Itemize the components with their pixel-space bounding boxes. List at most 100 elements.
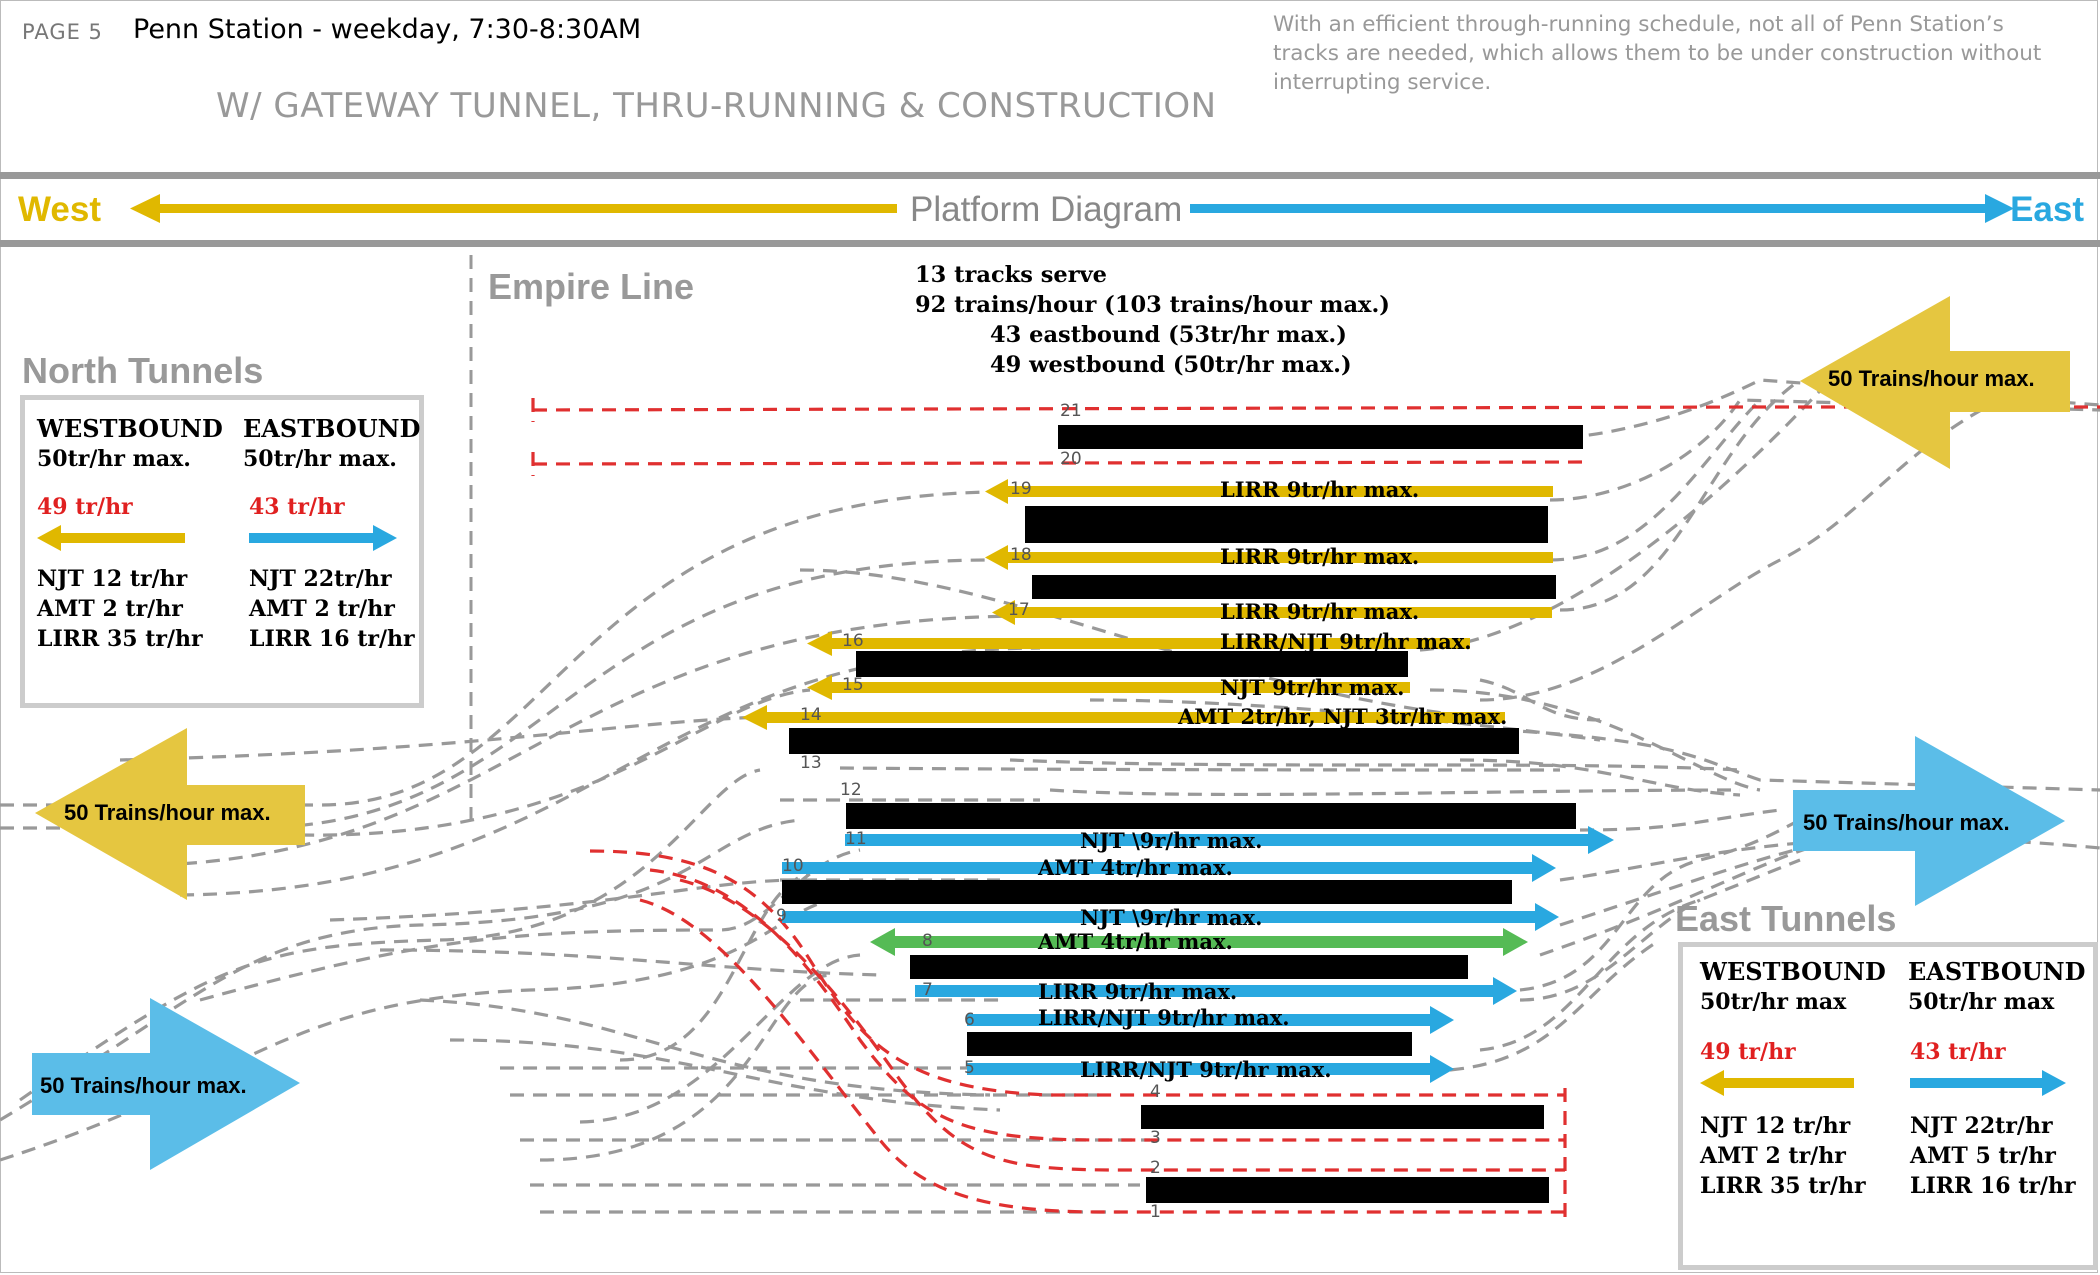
east-eastbound-arrow	[1910, 1070, 2066, 1096]
track-number: 4	[1150, 1082, 1161, 1102]
east-westbound-service: NJT 12 tr/hr	[1700, 1113, 1851, 1139]
track-label: LIRR 9tr/hr max.	[1220, 599, 1420, 624]
east-eastbound-max: 50tr/hr max	[1908, 989, 2055, 1015]
summary-tracks: 13 tracks serve	[915, 262, 1107, 288]
summary-eastbound: 43 eastbound (53tr/hr max.)	[990, 322, 1347, 348]
track-14-arrow	[742, 705, 1505, 730]
top-rule	[0, 172, 2100, 179]
track-label: LIRR/NJT 9tr/hr max.	[1080, 1057, 1332, 1082]
north-westbound-max: 50tr/hr max.	[37, 446, 191, 472]
track-18-arrow	[985, 545, 1553, 570]
track-9-arrow	[782, 903, 1559, 931]
west-lower-eastbound-big-arrow	[32, 998, 300, 1170]
east-westbound-heading: WESTBOUND	[1700, 957, 1886, 986]
east-eastbound-column: EASTBOUND 50tr/hr max 43 tr/hr NJT 22tr/…	[1908, 957, 2085, 1201]
bottom-rule	[0, 240, 2100, 247]
north-eastbound-max: 50tr/hr max.	[243, 446, 397, 472]
track-10-arrow	[782, 854, 1556, 882]
east-tunnels-title: East Tunnels	[1675, 898, 1897, 939]
east-westbound-max: 50tr/hr max	[1700, 989, 1847, 1015]
track-label: LIRR 9tr/hr max.	[1038, 979, 1238, 1004]
platform-15-16	[856, 651, 1408, 677]
north-westbound-heading: WESTBOUND	[37, 414, 223, 443]
track-17-arrow	[992, 600, 1552, 625]
east-westbound-rate: 49 tr/hr	[1700, 1039, 1796, 1065]
track-number: 20	[1060, 449, 1082, 469]
east-eastbound-service: LIRR 16 tr/hr	[1910, 1173, 2076, 1199]
east-westbound-service: LIRR 35 tr/hr	[1700, 1173, 1866, 1199]
north-westbound-rate: 49 tr/hr	[37, 494, 133, 520]
north-tunnels-box: WESTBOUND 50tr/hr max. 49 tr/hr NJT 12 t…	[20, 395, 424, 708]
north-westbound-arrow	[37, 525, 185, 551]
track-label: AMT 4tr/hr max.	[1038, 929, 1233, 954]
platform-11-12	[846, 803, 1576, 829]
page-subtitle: W/ GATEWAY TUNNEL, THRU-RUNNING & CONSTR…	[216, 86, 1217, 126]
track-number: 21	[1060, 401, 1082, 421]
east-direction-arrow	[1190, 194, 2014, 223]
track-number: 13	[800, 753, 822, 773]
empire-line-label: Empire Line	[488, 266, 695, 307]
north-westbound-service: AMT 2 tr/hr	[37, 596, 183, 622]
track-number: 12	[840, 780, 862, 800]
track-19-arrow	[985, 479, 1553, 504]
track-number: 5	[964, 1058, 975, 1078]
platforms	[782, 425, 1583, 1203]
track-11-arrow	[845, 826, 1614, 854]
north-westbound-column: WESTBOUND 50tr/hr max. 49 tr/hr NJT 12 t…	[37, 414, 223, 654]
track-number: 6	[964, 1010, 975, 1030]
west-lower-arrow-label: 50 Trains/hour max.	[40, 1073, 247, 1098]
east-westbound-service: AMT 2 tr/hr	[1700, 1143, 1846, 1169]
track-label: LIRR/NJT 9tr/hr max.	[1220, 629, 1472, 654]
track-label: NJT \9r/hr max.	[1080, 905, 1263, 930]
east-westbound-column: WESTBOUND 50tr/hr max 49 tr/hr NJT 12 tr…	[1700, 957, 1886, 1201]
track-number: 19	[1010, 479, 1032, 499]
track-number: 7	[922, 980, 933, 1000]
track-number: 15	[842, 675, 864, 695]
west-middle-arrow-label: 50 Trains/hour max.	[64, 800, 271, 825]
east-upper-westbound-big-arrow	[1800, 296, 2070, 469]
platform-1-2	[1146, 1177, 1549, 1203]
north-westbound-service: NJT 12 tr/hr	[37, 566, 188, 592]
track-label: AMT 2tr/hr, NJT 3tr/hr max.	[1178, 704, 1508, 729]
west-direction-arrow	[130, 194, 897, 223]
platform-diagram-title: Platform Diagram	[910, 190, 1183, 229]
east-westbound-arrow	[1700, 1070, 1854, 1096]
east-eastbound-heading: EASTBOUND	[1908, 957, 2086, 986]
direction-arrows	[130, 194, 2014, 223]
platform-13-14	[789, 728, 1519, 754]
track-number: 14	[800, 705, 822, 725]
north-eastbound-service: AMT 2 tr/hr	[249, 596, 395, 622]
track-number: 9	[776, 906, 787, 926]
track-number: 11	[845, 829, 867, 849]
north-eastbound-arrow	[249, 525, 397, 551]
track-number: 1	[1150, 1202, 1161, 1222]
north-eastbound-service: LIRR 16 tr/hr	[249, 626, 415, 652]
track-number: 3	[1150, 1128, 1161, 1148]
track-label: LIRR/NJT 9tr/hr max.	[1038, 1005, 1290, 1030]
north-eastbound-service: NJT 22tr/hr	[249, 566, 392, 592]
track-6-arrow	[967, 1006, 1454, 1034]
north-eastbound-heading: EASTBOUND	[243, 414, 421, 443]
platform-3-4	[1141, 1105, 1544, 1129]
west-middle-westbound-big-arrow	[35, 728, 305, 900]
east-label: East	[2010, 190, 2084, 229]
east-eastbound-service: AMT 5 tr/hr	[1910, 1143, 2056, 1169]
platform-17-18	[1032, 575, 1556, 599]
page-number: PAGE 5	[22, 20, 103, 44]
track-5-arrow	[967, 1055, 1454, 1083]
track-label: NJT 9tr/hr max.	[1220, 675, 1405, 700]
west-label: West	[18, 190, 101, 229]
track-16-arrow	[807, 631, 1470, 656]
track-label: LIRR 9tr/hr max.	[1220, 477, 1420, 502]
track-15-arrow	[807, 675, 1410, 700]
track-number: 16	[842, 631, 864, 651]
east-eastbound-service: NJT 22tr/hr	[1910, 1113, 2053, 1139]
track-8-bidirectional-arrow	[870, 928, 1528, 956]
track-label: AMT 4tr/hr max.	[1038, 855, 1233, 880]
east-tunnels-box: WESTBOUND 50tr/hr max 49 tr/hr NJT 12 tr…	[1678, 942, 2098, 1270]
track-label: LIRR 9tr/hr max.	[1220, 544, 1420, 569]
track-number: 18	[1010, 545, 1032, 565]
east-upper-arrow-label: 50 Trains/hour max.	[1828, 366, 2035, 391]
westbound-track-arrows	[742, 479, 1553, 730]
